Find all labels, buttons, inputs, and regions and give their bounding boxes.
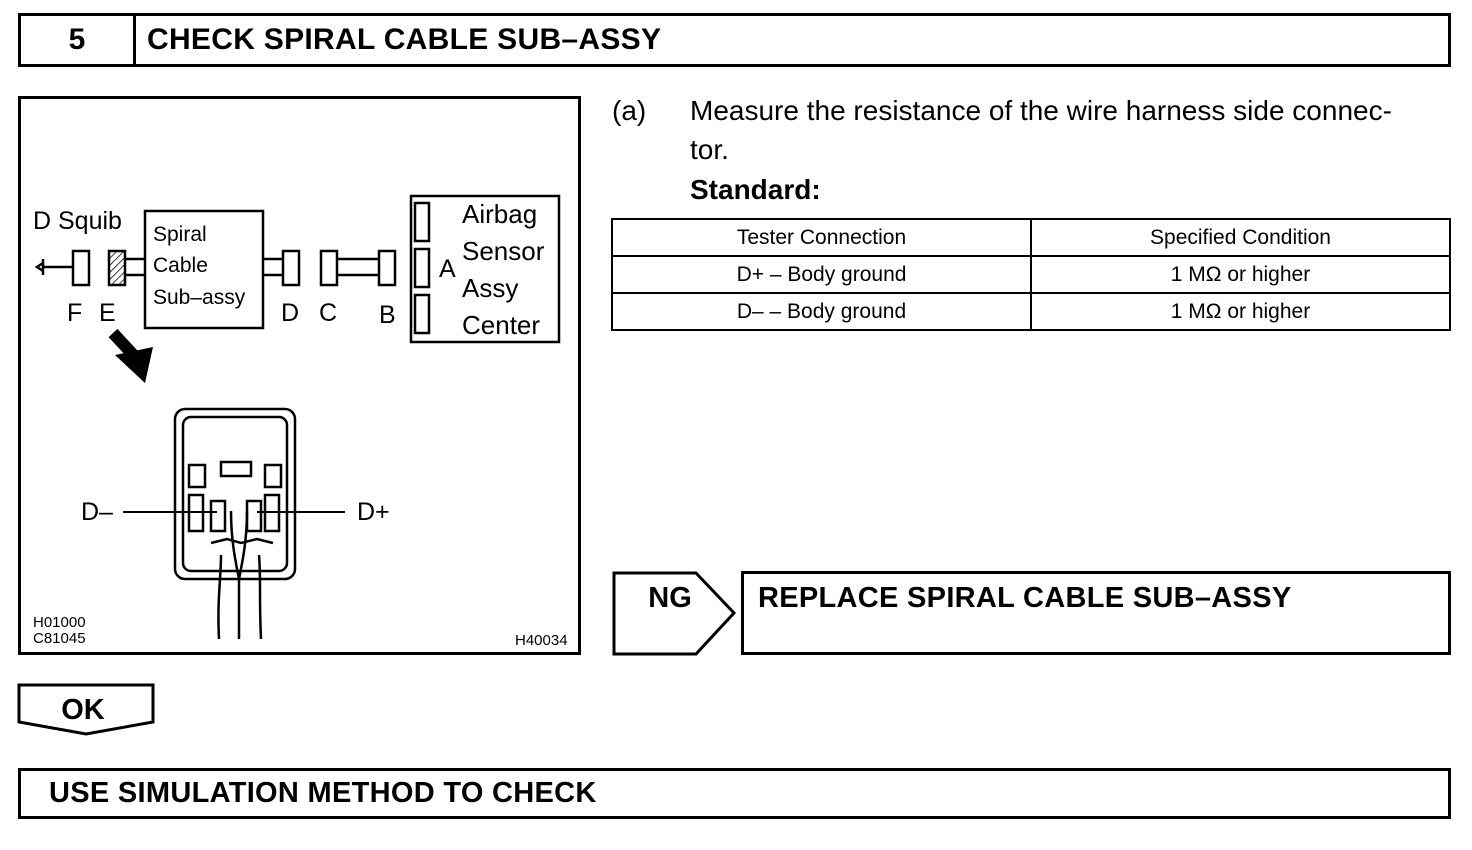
label-conn-b: B [379,301,396,329]
table-row: D– – Body ground 1 MΩ or higher [611,292,1451,331]
label-d-plus: D+ [357,498,390,526]
figure-code-2: C81045 [33,630,86,647]
label-spiral-3: Sub–assy [153,286,246,309]
label-spiral-1: Spiral [153,223,207,246]
pointer-arrow-icon [108,328,153,383]
label-conn-f: F [67,299,82,327]
step-header: 5 CHECK SPIRAL CABLE SUB–ASSY [18,13,1451,67]
spec-table: Tester Connection Specified Condition D+… [611,218,1451,331]
ng-action-box: REPLACE SPIRAL CABLE SUB–ASSY [741,571,1451,655]
squib-end-icon [34,261,44,273]
connector-front-view [173,407,297,640]
label-conn-d: D [281,299,299,327]
label-d-minus: D– [81,498,113,526]
label-airbag-1: Airbag [462,199,537,229]
table-cell: D– – Body ground [611,292,1032,331]
ng-tag-label: NG [648,582,692,614]
label-conn-e: E [99,299,116,327]
label-airbag-4: Center [462,310,540,340]
table-row: D+ – Body ground 1 MΩ or higher [611,255,1451,294]
figure-code-1: H01000 [33,614,86,631]
wiring-diagram: D Squib Spiral Cable Sub–assy F E D C B … [33,194,568,649]
connector-e [107,249,127,287]
label-conn-a: A [439,255,456,283]
instruction-line-1: Measure the resistance of the wire harne… [690,95,1392,126]
standard-label: Standard: [690,174,821,205]
table-header-cell: Specified Condition [1030,218,1451,257]
ok-tag-label: OK [61,694,105,726]
label-spiral-2: Cable [153,254,208,277]
final-action-text: USE SIMULATION METHOD TO CHECK [49,777,597,809]
ng-tag: NG [612,571,737,656]
ok-tag: OK [17,683,155,736]
ng-action-text: REPLACE SPIRAL CABLE SUB–ASSY [758,582,1292,614]
label-airbag-2: Sensor [462,236,545,266]
table-header-cell: Tester Connection [611,218,1032,257]
table-cell: D+ – Body ground [611,255,1032,294]
label-airbag-3: Assy [462,273,518,303]
connector-c [319,249,339,287]
airbag-sensor-box [409,194,561,344]
wiring-figure: D Squib Spiral Cable Sub–assy F E D C B … [18,96,581,655]
spiral-cable-box [143,209,265,330]
label-conn-c: C [319,299,337,327]
connector-d [281,249,301,287]
table-header-row: Tester Connection Specified Condition [611,218,1451,257]
connector-b [377,249,397,287]
final-action-box: USE SIMULATION METHOD TO CHECK [18,768,1451,819]
instruction-line-2: tor. [690,134,729,165]
connector-f [71,249,91,287]
step-title: CHECK SPIRAL CABLE SUB–ASSY [147,23,662,56]
label-d-squib: D Squib [33,207,122,235]
figure-code-3: H40034 [515,632,568,649]
table-cell: 1 MΩ or higher [1030,292,1451,331]
table-cell: 1 MΩ or higher [1030,255,1451,294]
step-number: 5 [21,16,136,64]
substep-label: (a) [612,95,647,126]
